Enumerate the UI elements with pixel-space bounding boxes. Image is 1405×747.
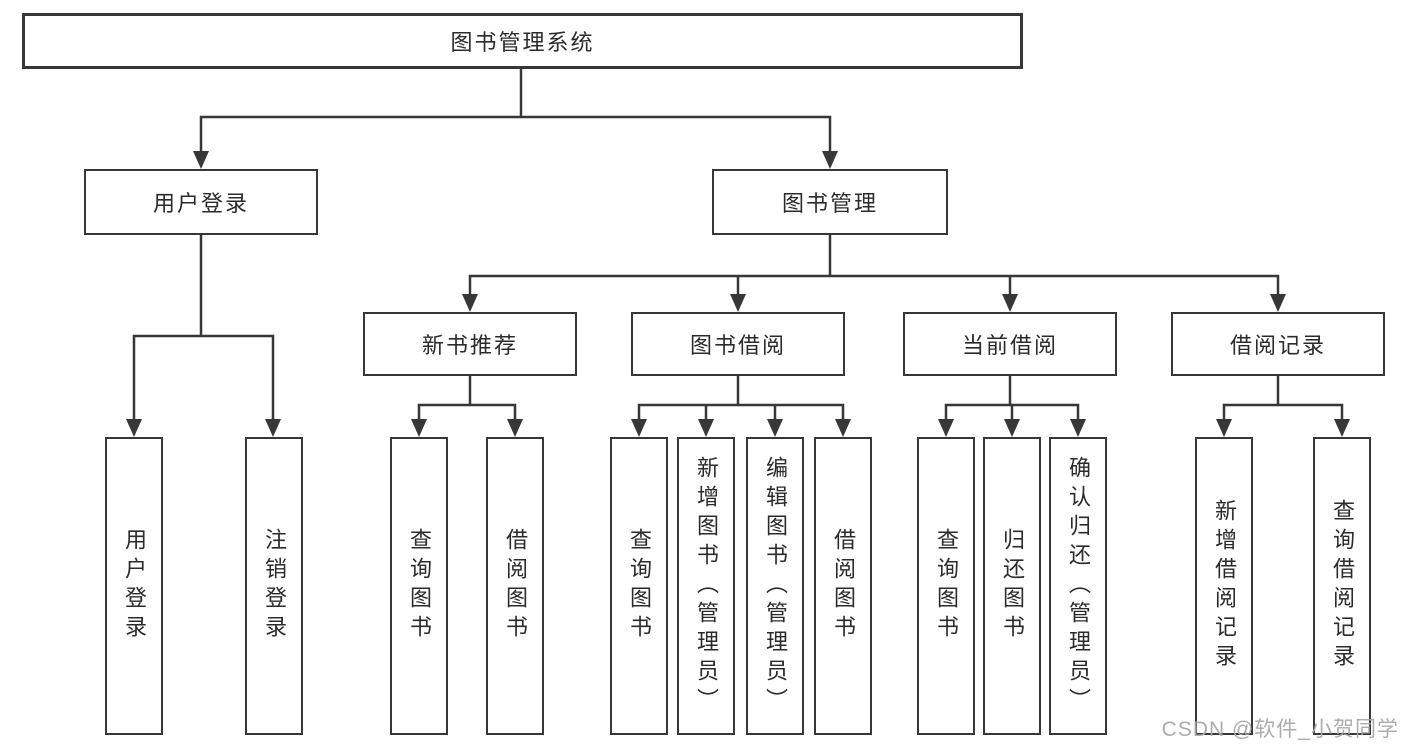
- leaf-search-books-1-label: 查询图书: [407, 528, 432, 644]
- leaf-borrow-books-1-label: 借阅图书: [503, 528, 528, 644]
- edge-user-login-branch: [132, 334, 275, 419]
- leaf-borrow-books-2: 借阅图书: [814, 437, 872, 735]
- leaf-add-borrow-record: 新增借阅记录: [1195, 437, 1253, 735]
- leaf-borrow-books-1: 借阅图书: [486, 437, 544, 735]
- arrow-user-login: [193, 151, 209, 169]
- node-current-borrowing-label: 当前借阅: [961, 333, 1058, 358]
- leaf-logout-login: 注销登录: [245, 437, 303, 735]
- leaf-edit-books-admin-label: 编辑图书（管理员）: [763, 455, 788, 717]
- node-borrow-records-label: 借阅记录: [1229, 333, 1326, 358]
- leaf-borrow-books-2-label: 借阅图书: [831, 528, 856, 644]
- node-book-management: 图书管理: [712, 169, 948, 235]
- arrow-leaf-b1: [411, 419, 427, 437]
- leaf-return-books-label: 归还图书: [1000, 528, 1025, 644]
- arrow-leaf-e2: [1334, 419, 1350, 437]
- arrow-current: [1002, 294, 1018, 312]
- arrow-records: [1270, 294, 1286, 312]
- leaf-search-books-2: 查询图书: [610, 437, 668, 735]
- arrow-leaf-c2: [698, 419, 714, 437]
- edge-newbook-branch: [417, 403, 517, 419]
- leaf-confirm-return-admin-label: 确认归还（管理员）: [1066, 455, 1091, 717]
- edge-root-branch: [199, 115, 832, 151]
- arrow-leaf-c3: [767, 419, 783, 437]
- leaf-confirm-return-admin: 确认归还（管理员）: [1049, 437, 1107, 735]
- leaf-add-borrow-record-label: 新增借阅记录: [1212, 499, 1237, 673]
- arrow-newbook: [462, 294, 478, 312]
- edge-records-branch: [1222, 403, 1344, 419]
- node-user-login-label: 用户登录: [152, 191, 249, 216]
- leaf-add-books-admin-label: 新增图书（管理员）: [694, 455, 719, 717]
- arrow-book-mgmt: [822, 151, 838, 169]
- arrow-leaf-a2: [265, 419, 281, 437]
- node-new-book-recommend-label: 新书推荐: [421, 333, 518, 358]
- edge-level3-branch: [468, 274, 1280, 294]
- leaf-search-books-2-label: 查询图书: [627, 528, 652, 644]
- leaf-add-books-admin: 新增图书（管理员）: [677, 437, 735, 735]
- node-root-system: 图书管理系统: [22, 13, 1023, 69]
- node-borrow-records: 借阅记录: [1171, 312, 1385, 376]
- node-book-borrowing-label: 图书借阅: [689, 333, 786, 358]
- node-new-book-recommend: 新书推荐: [363, 312, 577, 376]
- node-user-login: 用户登录: [84, 169, 318, 235]
- arrow-leaf-a1: [126, 419, 142, 437]
- leaf-logout-login-label: 注销登录: [262, 528, 287, 644]
- leaf-return-books: 归还图书: [983, 437, 1041, 735]
- edge-borrowing-branch: [637, 403, 845, 419]
- arrow-leaf-d1: [938, 419, 954, 437]
- leaf-search-books-3-label: 查询图书: [934, 528, 959, 644]
- arrow-leaf-b2: [507, 419, 523, 437]
- arrow-borrowing: [730, 294, 746, 312]
- leaf-user-login-label: 用户登录: [122, 528, 147, 644]
- arrow-leaf-d3: [1070, 419, 1086, 437]
- node-book-borrowing: 图书借阅: [631, 312, 845, 376]
- arrow-leaf-d2: [1004, 419, 1020, 437]
- leaf-search-books-1: 查询图书: [390, 437, 448, 735]
- node-root-label: 图书管理系统: [450, 30, 595, 55]
- csdn-watermark: CSDN @软件_小贺同学: [1161, 718, 1399, 741]
- leaf-user-login: 用户登录: [105, 437, 163, 735]
- arrow-leaf-c1: [631, 419, 647, 437]
- leaf-edit-books-admin: 编辑图书（管理员）: [746, 437, 804, 735]
- arrow-leaf-c4: [835, 419, 851, 437]
- node-current-borrowing: 当前借阅: [903, 312, 1117, 376]
- arrow-leaf-e1: [1216, 419, 1232, 437]
- leaf-search-books-3: 查询图书: [917, 437, 975, 735]
- node-book-management-label: 图书管理: [781, 191, 878, 216]
- leaf-search-borrow-record: 查询借阅记录: [1313, 437, 1371, 735]
- edge-current-branch: [944, 403, 1080, 419]
- leaf-search-borrow-record-label: 查询借阅记录: [1330, 499, 1355, 673]
